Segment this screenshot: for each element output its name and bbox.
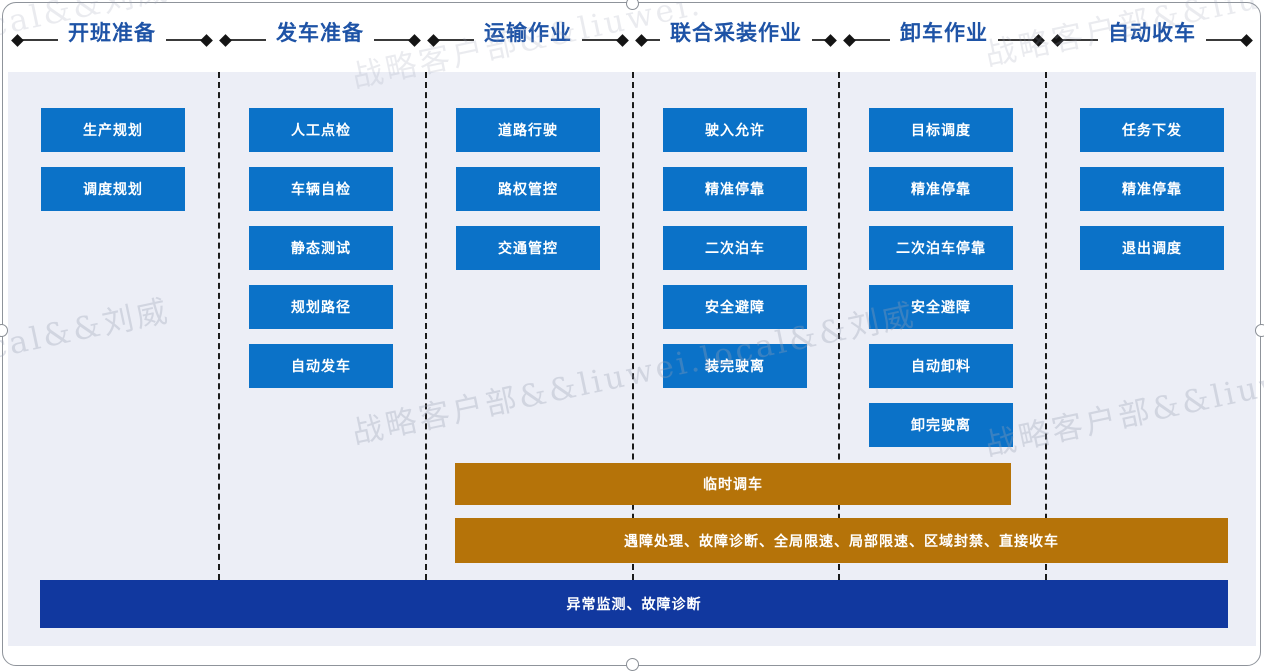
step-box: 驶入允许 (663, 108, 807, 152)
step-box: 退出调度 (1080, 226, 1224, 270)
phase-title: 联合采装作业 (670, 22, 802, 45)
diamond-icon (1051, 33, 1064, 47)
diamond-icon (11, 33, 24, 47)
phase-title: 开班准备 (68, 22, 156, 45)
header-line (998, 39, 1034, 41)
step-box: 任务下发 (1080, 108, 1224, 152)
phase-title: 卸车作业 (900, 22, 988, 45)
diamond-icon (616, 33, 629, 47)
step-box: 精准停靠 (1080, 167, 1224, 211)
column-separator (218, 72, 220, 580)
column-separator (1045, 72, 1047, 580)
step-box: 卸完驶离 (869, 403, 1013, 447)
step-box: 人工点检 (249, 108, 393, 152)
selection-handle-top[interactable] (626, 0, 639, 10)
step-box: 安全避障 (663, 285, 807, 329)
phase-column-2: 人工点检车辆自检静态测试规划路径自动发车 (249, 108, 393, 403)
step-box: 生产规划 (41, 108, 185, 152)
phase-header-3: 运输作业 (424, 0, 632, 72)
step-box: 车辆自检 (249, 167, 393, 211)
phase-title: 自动收车 (1108, 22, 1196, 45)
diamond-icon (427, 33, 440, 47)
header-line (230, 39, 266, 41)
column-separator (632, 72, 634, 580)
step-box: 二次泊车停靠 (869, 226, 1013, 270)
diamond-icon (200, 33, 213, 47)
header-line (1206, 39, 1242, 41)
phase-column-6: 任务下发精准停靠退出调度 (1080, 108, 1224, 285)
header-line (812, 39, 826, 41)
phase-title: 运输作业 (484, 22, 572, 45)
step-box: 调度规划 (41, 167, 185, 211)
step-box: 路权管控 (456, 167, 600, 211)
diamond-icon (1240, 33, 1253, 47)
header-line (374, 39, 410, 41)
column-separator (425, 72, 427, 580)
phase-header-row: 开班准备 发车准备 运输作业 联合采装作业 卸车作业 自动收车 (8, 0, 1256, 72)
step-box: 二次泊车 (663, 226, 807, 270)
diamond-icon (635, 33, 648, 47)
step-box: 精准停靠 (663, 167, 807, 211)
temporary-shunting-bar: 临时调车 (455, 463, 1011, 505)
step-box: 静态测试 (249, 226, 393, 270)
step-box: 装完驶离 (663, 344, 807, 388)
header-line (438, 39, 474, 41)
step-box: 精准停靠 (869, 167, 1013, 211)
step-box: 道路行驶 (456, 108, 600, 152)
diamond-icon (824, 33, 837, 47)
diamond-icon (843, 33, 856, 47)
phase-header-1: 开班准备 (8, 0, 216, 72)
monitoring-bar: 异常监测、故障诊断 (40, 580, 1228, 628)
phase-header-4: 联合采装作业 (632, 0, 840, 72)
phase-column-3: 道路行驶路权管控交通管控 (456, 108, 600, 285)
content-area: 临时调车 遇障处理、故障诊断、全局限速、局部限速、区域封禁、直接收车 异常监测、… (8, 72, 1256, 646)
header-line (646, 39, 660, 41)
step-box: 交通管控 (456, 226, 600, 270)
step-box: 规划路径 (249, 285, 393, 329)
phase-header-5: 卸车作业 (840, 0, 1048, 72)
header-line (166, 39, 202, 41)
header-line (22, 39, 58, 41)
exception-handling-bar: 遇障处理、故障诊断、全局限速、局部限速、区域封禁、直接收车 (455, 518, 1228, 563)
phase-column-5: 目标调度精准停靠二次泊车停靠安全避障自动卸料卸完驶离 (869, 108, 1013, 462)
phase-title: 发车准备 (276, 22, 364, 45)
selection-handle-right[interactable] (1255, 324, 1264, 337)
diamond-icon (219, 33, 232, 47)
step-box: 目标调度 (869, 108, 1013, 152)
phase-column-4: 驶入允许精准停靠二次泊车安全避障装完驶离 (663, 108, 807, 403)
phase-header-2: 发车准备 (216, 0, 424, 72)
column-separator (838, 72, 840, 580)
step-box: 安全避障 (869, 285, 1013, 329)
header-line (854, 39, 890, 41)
header-line (1062, 39, 1098, 41)
step-box: 自动卸料 (869, 344, 1013, 388)
selection-handle-bottom[interactable] (626, 658, 639, 671)
header-line (582, 39, 618, 41)
diamond-icon (1032, 33, 1045, 47)
step-box: 自动发车 (249, 344, 393, 388)
phase-header-6: 自动收车 (1048, 0, 1256, 72)
diamond-icon (408, 33, 421, 47)
selection-handle-left[interactable] (0, 324, 8, 337)
phase-column-1: 生产规划调度规划 (41, 108, 185, 226)
